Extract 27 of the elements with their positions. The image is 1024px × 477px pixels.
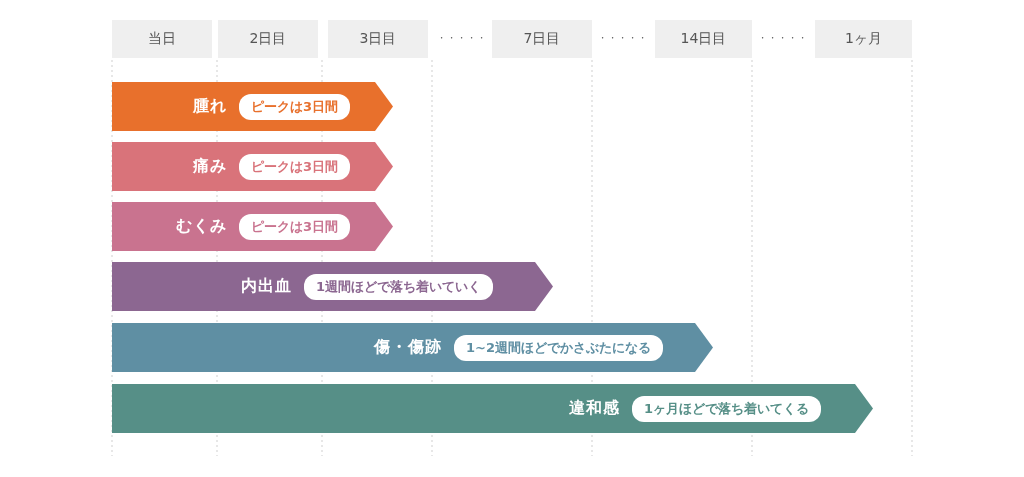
duration-pill: 1週間ほどで落ち着いていく xyxy=(303,273,493,300)
symptom-label: 腫れ xyxy=(192,96,227,117)
day-header: 3日目 xyxy=(328,20,428,58)
day-header: 7日目 xyxy=(492,20,592,58)
duration-arrow-bar xyxy=(112,82,393,131)
duration-pill: ピークは3日間 xyxy=(238,213,350,240)
symptom-label: 違和感 xyxy=(568,398,620,419)
duration-pill: ピークは3日間 xyxy=(238,153,350,180)
duration-arrow-bar xyxy=(112,384,873,433)
duration-arrow-bar xyxy=(112,202,393,251)
duration-pill: ピークは3日間 xyxy=(238,93,350,120)
day-header: 14日目 xyxy=(655,20,752,58)
day-header: 2日目 xyxy=(218,20,318,58)
ellipsis-dots: ・・・・・ xyxy=(436,31,488,45)
day-header: 当日 xyxy=(112,20,212,58)
symptom-label: 傷・傷跡 xyxy=(374,337,442,358)
symptom-label: むくみ xyxy=(175,216,227,237)
duration-pill: 1~2週間ほどでかさぶたになる xyxy=(454,334,663,361)
duration-arrow-bar xyxy=(112,262,553,311)
ellipsis-dots: ・・・・・ xyxy=(757,31,809,45)
duration-pill: 1ヶ月ほどで落ち着いてくる xyxy=(631,395,821,422)
ellipsis-dots: ・・・・・ xyxy=(597,31,649,45)
duration-arrow-bar xyxy=(112,142,393,191)
symptom-label: 痛み xyxy=(192,156,227,177)
day-header: 1ヶ月 xyxy=(815,20,912,58)
duration-arrow-bar xyxy=(112,323,713,372)
symptom-label: 内出血 xyxy=(240,276,292,297)
